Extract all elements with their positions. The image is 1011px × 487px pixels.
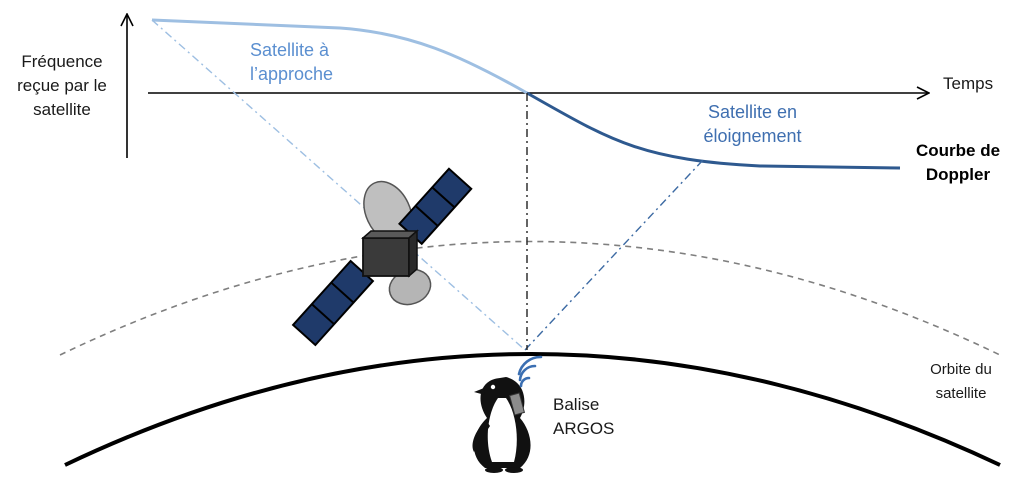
doppler-curve-title-line: Doppler: [925, 165, 991, 184]
approach-label: Satellite à l’approche: [250, 38, 333, 86]
orbit-label: Orbite du satellite: [913, 358, 1009, 406]
y-axis-label-line: satellite: [33, 100, 91, 119]
y-axis-label-line: Fréquence: [21, 52, 103, 71]
doppler-curve-title-line: Courbe de: [915, 141, 1001, 160]
doppler-curve-title: Courbe de Doppler: [905, 139, 1011, 187]
approach-label-line: l’approche: [250, 64, 334, 84]
x-axis-label: Temps: [943, 74, 994, 93]
beacon-label: Balise ARGOS: [553, 393, 614, 441]
y-axis-label: Fréquence reçue par le satellite: [0, 50, 124, 122]
beacon-label-line: ARGOS: [553, 419, 615, 438]
doppler-curve-approach: [151, 18, 528, 95]
sight-line-approach: [151, 19, 526, 351]
orbit-arc: [59, 240, 1001, 356]
recede-label: Satellite en éloignement: [680, 100, 825, 148]
argos-beacon-icon: [508, 392, 526, 416]
satellite-icon: [291, 167, 473, 347]
sight-line-recede: [524, 159, 704, 351]
earth-surface: [64, 352, 1001, 467]
beacon-label-line: Balise: [553, 395, 600, 414]
recede-label-line: Satellite en: [707, 102, 798, 122]
doppler-curve-recede: [526, 91, 901, 170]
orbit-label-line: satellite: [935, 385, 987, 402]
radio-waves-icon: [517, 355, 543, 388]
approach-label-line: Satellite à: [250, 40, 330, 60]
orbit-label-line: Orbite du: [930, 361, 992, 378]
penguin-icon: [472, 377, 531, 473]
y-axis-label-line: reçue par le: [17, 76, 107, 95]
recede-label-line: éloignement: [703, 126, 802, 146]
